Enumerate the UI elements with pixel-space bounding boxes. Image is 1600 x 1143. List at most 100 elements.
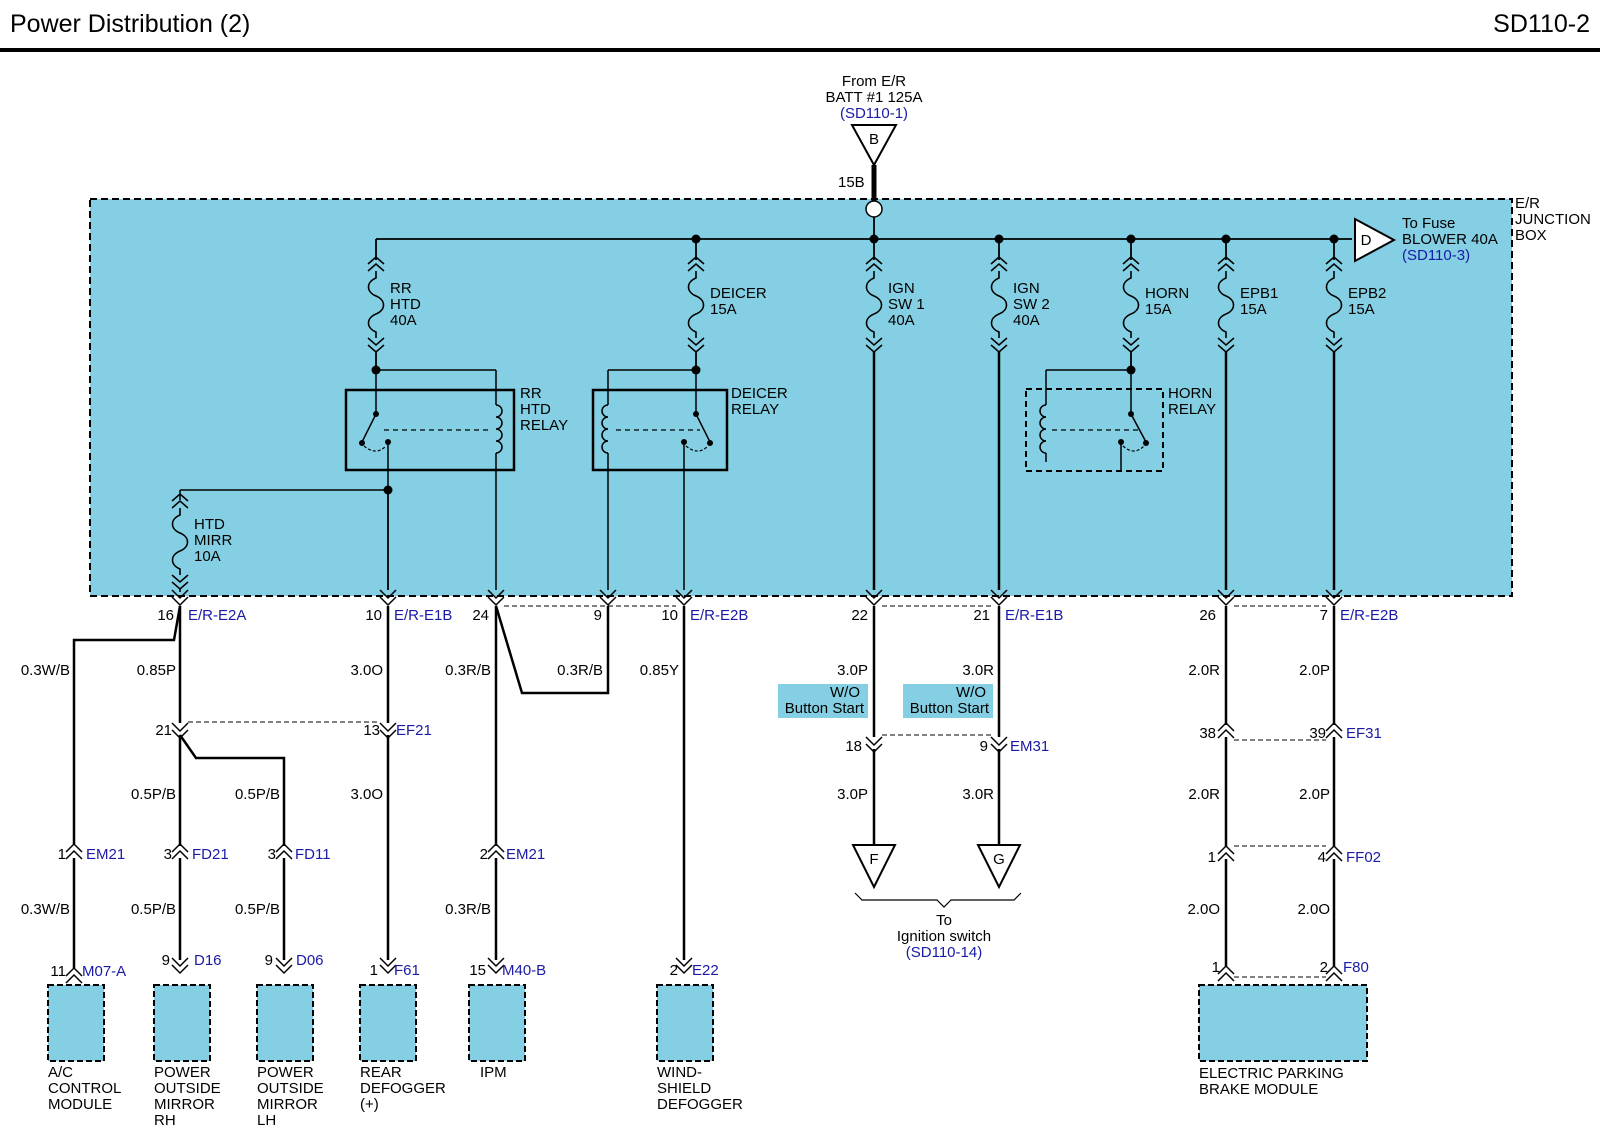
pin-number: 38 — [1199, 725, 1216, 742]
fuse-ign-sw1: IGN SW 1 40A — [865, 256, 925, 353]
fuse-label-1: HTD — [194, 516, 225, 533]
wire-label: 0.3R/B — [445, 662, 491, 679]
component-label-2: DEFOGGER — [360, 1080, 446, 1097]
box-label-line1: E/R — [1515, 195, 1540, 212]
relay-label-1: RR — [520, 385, 542, 402]
pin-number: 26 — [1199, 607, 1216, 624]
pin-number: 21 — [973, 607, 990, 624]
wire-label: 0.5P/B — [235, 901, 280, 918]
connector-f-triangle — [851, 844, 897, 890]
ignition-switch-ref: F G To Ignition switch (SD110-14) — [851, 844, 1022, 961]
connector-id: D16 — [194, 952, 222, 969]
fuse-label-2: 15A — [1145, 301, 1172, 318]
fuse-ign-sw2: IGN SW 2 40A — [990, 256, 1050, 353]
connector-f-label: F — [869, 851, 878, 868]
page-header: Power Distribution (2) SD110-2 — [0, 0, 1600, 52]
pin-number: 10 — [661, 607, 678, 624]
component-label-3: MIRROR — [154, 1096, 215, 1113]
connector-id: E/R-E2A — [188, 607, 246, 624]
relay-label-1: HORN — [1168, 385, 1212, 402]
fuse-label-3: 40A — [390, 312, 417, 329]
wire-label: 0.5P/B — [131, 901, 176, 918]
to-fuse-line2: BLOWER 40A — [1402, 231, 1498, 248]
connector-id: FF02 — [1346, 849, 1381, 866]
page-code: SD110-2 — [1493, 10, 1590, 38]
wire-label: 3.0O — [350, 662, 383, 679]
fuse-label-1: EPB1 — [1240, 285, 1278, 302]
connector-g-triangle — [976, 844, 1022, 890]
pin-number: 16 — [157, 607, 174, 624]
component-label-1: WIND- — [657, 1064, 702, 1081]
source-line1: From E/R — [842, 73, 906, 90]
wire-label: 2.0P — [1299, 662, 1330, 679]
fuse-label-2: 15A — [710, 301, 737, 318]
wire-label: 0.5P/B — [131, 786, 176, 803]
component-ipm: IPM — [468, 984, 526, 1081]
connector-b-label: B — [869, 131, 879, 148]
deicer-relay: DEICER RELAY — [591, 352, 788, 590]
fuse-label-3: 40A — [888, 312, 915, 329]
component-pins: 11 M07-A 9 D16 9 D06 1 F61 15 M40-B 2 E2… — [50, 952, 1369, 984]
connector-d-label: D — [1361, 232, 1372, 249]
component-rear-defogger: REAR DEFOGGER (+) — [359, 984, 446, 1113]
component-label-3: DEFOGGER — [657, 1096, 743, 1113]
connector-id: E/R-E2B — [690, 607, 748, 624]
connector-id: EM31 — [1010, 738, 1049, 755]
fuse-label-2: SW 2 — [1013, 296, 1050, 313]
source-line2: BATT #1 125A — [825, 89, 922, 106]
wire-label: 3.0R — [962, 662, 994, 679]
pin-number: 9 — [980, 738, 988, 755]
wire-label: 2.0O — [1187, 901, 1220, 918]
connector-id: E/R-E1B — [1005, 607, 1063, 624]
pin-number: 2 — [1320, 959, 1328, 976]
fuse-rr-htd: RR HTD 40A — [367, 256, 421, 353]
wire-label: 0.85P — [137, 662, 176, 679]
pin-number: 1 — [1208, 849, 1216, 866]
battery-source: From E/R BATT #1 125A (SD110-1) B 15B — [825, 73, 923, 218]
relay-label-2: HTD — [520, 401, 551, 418]
connector-id: F61 — [394, 962, 420, 979]
fuse-label-3: 10A — [194, 548, 221, 565]
tag-line2: Button Start — [785, 700, 865, 717]
source-pin: 15B — [838, 174, 865, 191]
pin-number: 1 — [58, 846, 66, 863]
component-electric-parking-brake-module: ELECTRIC PARKING BRAKE MODULE — [1198, 984, 1368, 1098]
component-label-4: LH — [257, 1112, 276, 1129]
pin-number: 11 — [50, 963, 66, 980]
wire-label: 0.3R/B — [557, 662, 603, 679]
junction-box — [89, 198, 1513, 597]
component-label-3: MODULE — [48, 1096, 112, 1113]
wire-label: 3.0P — [837, 662, 868, 679]
pin-number: 15 — [469, 962, 486, 979]
box-label-line3: BOX — [1515, 227, 1547, 244]
ignition-line1: To — [936, 912, 952, 929]
source-ref: (SD110-1) — [840, 105, 908, 122]
connector-id: E/R-E2B — [1340, 607, 1398, 624]
connector-id: M07-A — [82, 963, 126, 980]
component-label-2: OUTSIDE — [154, 1080, 221, 1097]
page-title: Power Distribution (2) — [10, 10, 251, 38]
component-label-2: BRAKE MODULE — [1199, 1081, 1318, 1098]
fuse-label-1: HORN — [1145, 285, 1189, 302]
component-label-1: POWER — [257, 1064, 314, 1081]
wire-label: 0.3W/B — [21, 662, 70, 679]
pin-number: 3 — [268, 846, 276, 863]
ignition-line2: Ignition switch — [897, 928, 991, 945]
wire-label: 0.85Y — [640, 662, 679, 679]
fuse-label-2: HTD — [390, 296, 421, 313]
pin-number: 7 — [1320, 607, 1328, 624]
component-mirror-rh: POWER OUTSIDE MIRROR RH — [153, 984, 221, 1129]
connector-b-triangle — [850, 124, 898, 168]
fuse-label-1: RR — [390, 280, 412, 297]
junction-box-label: E/R JUNCTION BOX — [1515, 195, 1591, 244]
pin-number: 10 — [365, 607, 382, 624]
connector-id: EM21 — [86, 846, 125, 863]
fuse-htd-mirr: HTD MIRR 10A — [171, 489, 389, 592]
pin-number: 13 — [363, 722, 380, 739]
component-label-3: (+) — [360, 1096, 379, 1113]
ignition-ref: (SD110-14) — [906, 944, 982, 961]
component-label-1: IPM — [480, 1064, 507, 1081]
pin-number: 1 — [370, 962, 378, 979]
